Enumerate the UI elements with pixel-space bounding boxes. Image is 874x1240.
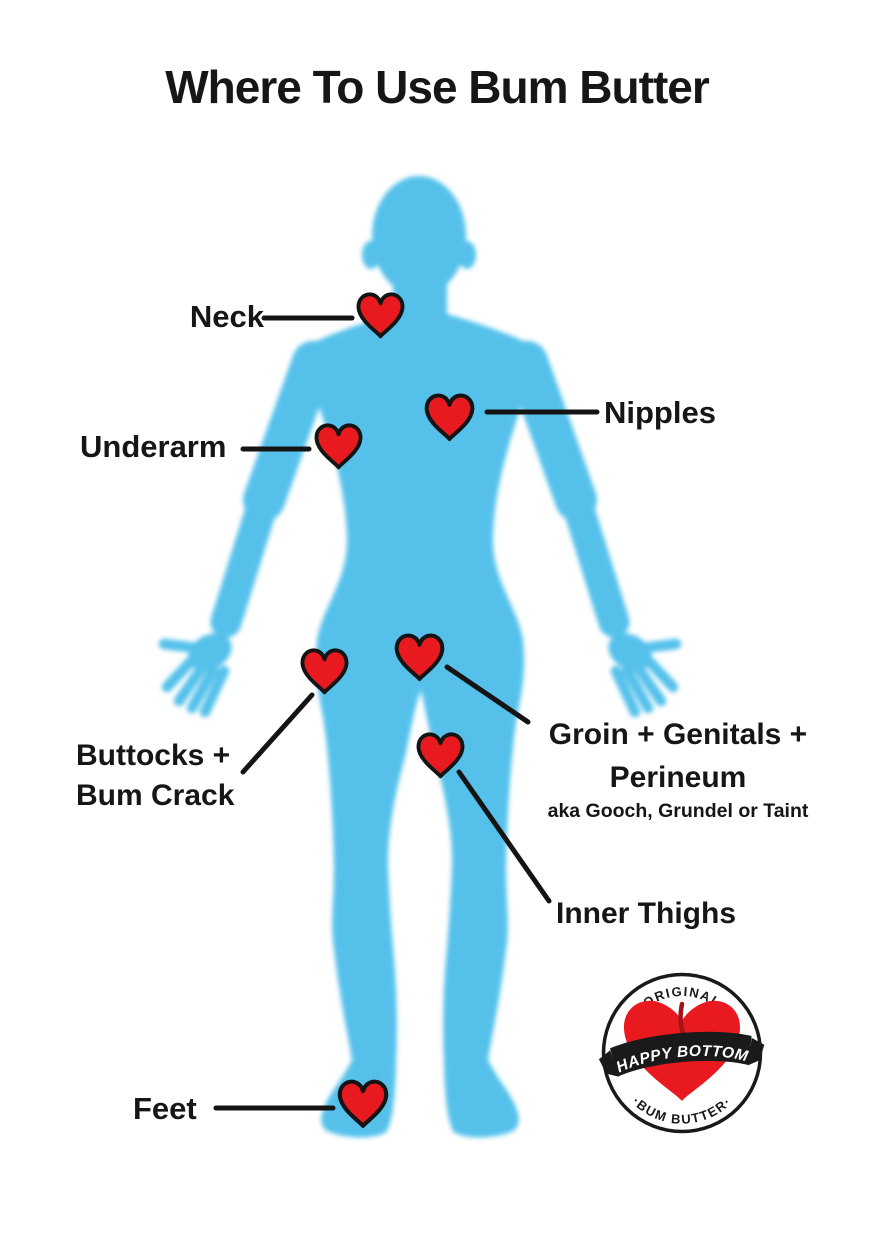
label-groin-line2: Perineum: [609, 761, 747, 795]
body-silhouette: [164, 176, 676, 1138]
pointer-lines: [213, 315, 600, 1111]
label-buttocks: Buttocks + Bum Crack: [76, 736, 266, 816]
badge-bum-crease: [678, 1001, 686, 1036]
label-neck: Neck: [189, 299, 264, 334]
page-title: Where To Use Bum Butter: [165, 61, 710, 113]
left-arm: [164, 362, 313, 712]
label-feet: Feet: [133, 1091, 197, 1126]
pointer-line-inner-thighs: [456, 769, 552, 904]
left-ear: [362, 241, 380, 269]
label-buttocks-line1: Buttocks +: [76, 739, 231, 772]
label-groin-line1: Groin + Genitals +: [548, 718, 808, 751]
label-inner-thighs: Inner Thighs: [556, 897, 736, 930]
pointer-line-buttocks: [240, 692, 315, 775]
label-underarm: Underarm: [80, 429, 227, 464]
label-groin-subtitle: aka Gooch, Grundel or Taint: [547, 800, 809, 823]
torso-and-legs: [302, 258, 538, 1138]
label-nipples: Nipples: [604, 395, 716, 430]
right-ear: [458, 241, 476, 269]
pointer-line-groin: [444, 664, 531, 725]
label-buttocks-line2: Bum Crack: [76, 778, 235, 812]
brand-badge: ·ORIGINAL· HAPPY BOTTOM ·BUM BUTTER·: [598, 972, 765, 1134]
label-groin: Groin + Genitals + Perineum aka Gooch, G…: [500, 713, 856, 823]
